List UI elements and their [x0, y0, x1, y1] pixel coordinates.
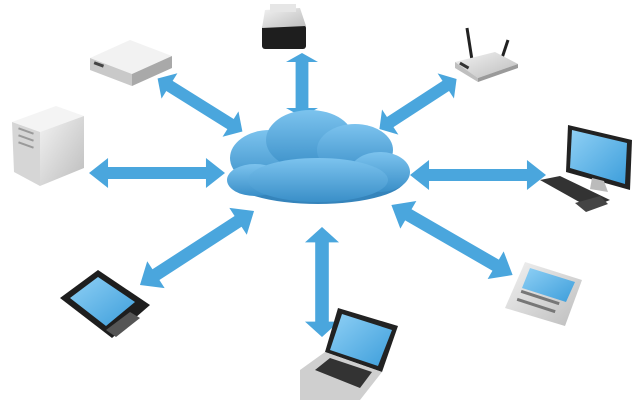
arrow-laptop: [305, 227, 339, 337]
router-icon: [455, 27, 518, 82]
arrow-phone: [383, 191, 521, 289]
cloud-icon: [227, 110, 410, 204]
arrow-server: [89, 158, 225, 188]
tower-server-icon: [12, 106, 84, 186]
arrow-disk: [149, 65, 251, 145]
mobile-phone-icon: [505, 262, 582, 326]
arrow-tablet: [131, 197, 263, 299]
arrow-printer: [286, 53, 318, 117]
tablet-icon: [60, 270, 150, 338]
laptop-icon: [300, 308, 398, 400]
arrow-router: [371, 66, 465, 142]
printer-icon: [262, 4, 306, 49]
desktop-monitor-icon: [540, 125, 632, 212]
arrow-monitor: [410, 160, 546, 190]
storage-drive-icon: [90, 40, 172, 86]
